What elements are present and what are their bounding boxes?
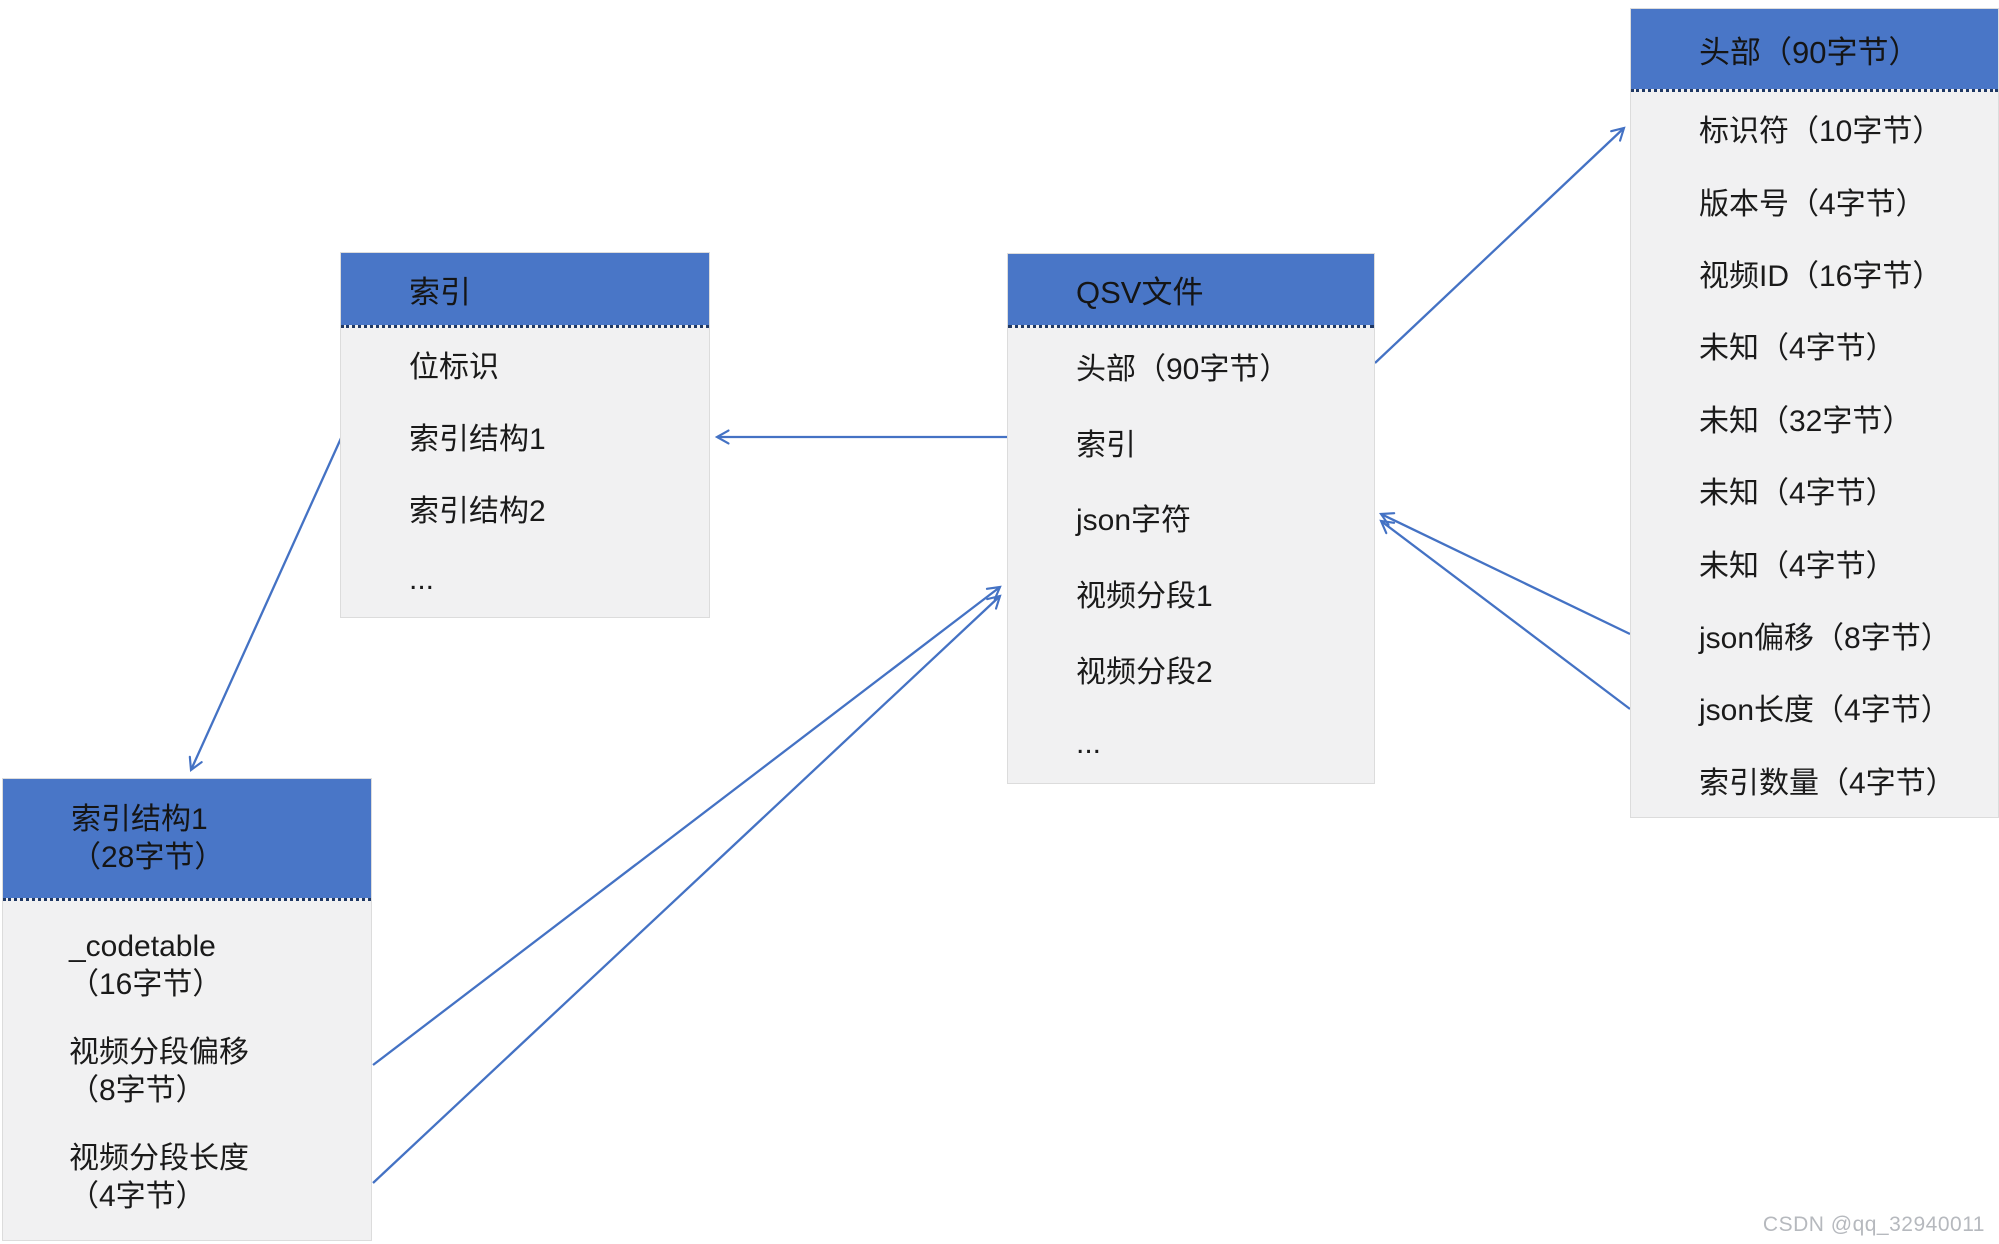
index-struct-box-body: _codetable （16字节） 视频分段偏移 （8字节） 视频分段长度 （4… <box>3 898 371 1239</box>
item-row: 未知（4字节） <box>1699 549 1896 583</box>
arrow-struct-offset-to-qsv-segment <box>372 585 1002 1066</box>
item-row: 头部（90字节） <box>1076 352 1290 386</box>
item-row: json偏移（8字节） <box>1699 622 1951 656</box>
item-name: 视频分段长度 <box>69 1142 249 1175</box>
item-row: 视频分段长度 （4字节） <box>3 1125 371 1231</box>
file-header-box-title: 头部（90字节） <box>1699 34 1920 70</box>
item-size: （4字节） <box>69 1180 206 1213</box>
index-struct-box-title-line2: （28字节） <box>71 840 225 874</box>
arrow-struct-length-to-qsv-segment <box>372 594 1002 1184</box>
item-size: （8字节） <box>69 1074 206 1107</box>
qsv-file-box-title: QSV文件 <box>1076 275 1204 310</box>
item-row: 标识符（10字节） <box>1699 115 1943 149</box>
item-row: 索引数量（4字节） <box>1699 766 1956 800</box>
arrow-json-length-to-qsv-json <box>1379 519 1631 710</box>
index-struct-box-header: 索引结构1 （28字节） <box>3 779 371 898</box>
qsv-file-box: QSV文件 头部（90字节） 索引 json字符 视频分段1 视频分段2 ... <box>1007 253 1375 784</box>
index-box-title: 索引 <box>409 274 471 310</box>
item-name: _codetable <box>69 930 216 963</box>
index-box-body: 位标识 索引结构1 索引结构2 ... <box>341 325 709 616</box>
item-row: 索引结构1 <box>409 423 546 456</box>
qsv-file-box-body: 头部（90字节） 索引 json字符 视频分段1 视频分段2 ... <box>1008 325 1374 782</box>
item-row: ... <box>1076 727 1102 761</box>
item-row: 视频分段1 <box>1076 579 1213 613</box>
item-row: json字符 <box>1076 504 1192 538</box>
item-row: 索引结构2 <box>409 495 546 528</box>
item-row: json长度（4字节） <box>1699 694 1951 728</box>
item-row: 视频分段2 <box>1076 655 1213 689</box>
watermark: CSDN @qq_32940011 <box>1762 1213 1985 1236</box>
item-size: （16字节） <box>69 968 223 1001</box>
item-row: ... <box>409 563 435 596</box>
arrow-index-struct1-to-index-struct-box <box>188 435 344 773</box>
qsv-file-box-header: QSV文件 <box>1008 254 1374 325</box>
item-row: 未知（4字节） <box>1699 477 1896 511</box>
item-name: 视频分段偏移 <box>69 1036 249 1069</box>
arrow-qsv-header-to-file-header-box <box>1374 126 1626 364</box>
item-row: 版本号（4字节） <box>1699 187 1926 221</box>
item-row: 位标识 <box>409 351 499 384</box>
file-header-box-header: 头部（90字节） <box>1631 9 1998 89</box>
index-struct-box: 索引结构1 （28字节） _codetable （16字节） 视频分段偏移 （8… <box>2 778 372 1241</box>
item-row: 未知（4字节） <box>1699 332 1896 366</box>
index-box: 索引 位标识 索引结构1 索引结构2 ... <box>340 252 710 618</box>
item-row: 索引 <box>1076 428 1136 462</box>
index-box-header: 索引 <box>341 253 709 325</box>
index-struct-box-title-line1: 索引结构1 <box>71 802 208 836</box>
file-header-box-body: 标识符（10字节） 版本号（4字节） 视频ID（16字节） 未知（4字节） 未知… <box>1631 89 1998 816</box>
item-row: 视频ID（16字节） <box>1699 260 1943 294</box>
file-header-box: 头部（90字节） 标识符（10字节） 版本号（4字节） 视频ID（16字节） 未… <box>1630 8 1999 818</box>
item-row: _codetable （16字节） <box>3 913 371 1019</box>
arrow-json-offset-to-qsv-json <box>1379 512 1631 636</box>
item-row: 未知（32字节） <box>1699 404 1913 438</box>
item-row: 视频分段偏移 （8字节） <box>3 1019 371 1125</box>
